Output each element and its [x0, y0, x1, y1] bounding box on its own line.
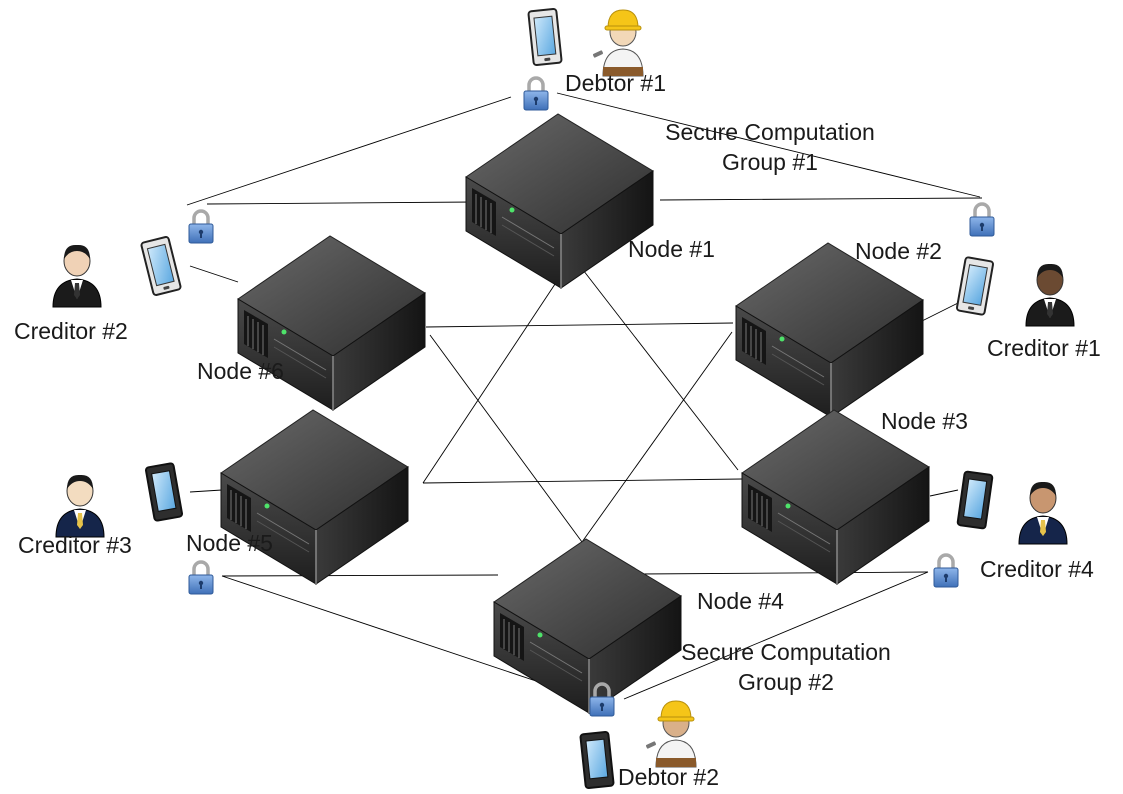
people-layer [52, 9, 1075, 768]
party-label-creditor-2: Creditor #2 [14, 318, 128, 344]
group-label-1: Secure Computation Group #1 [644, 117, 896, 177]
group-label-2: Secure Computation Group #2 [660, 637, 912, 697]
businessman-icon-creditor-2 [52, 244, 102, 308]
server-icon-node-2 [735, 242, 924, 418]
padlock-icon-creditor-2 [187, 209, 215, 245]
server-icon-node-1 [465, 113, 654, 289]
worker-person-icon-debtor-1 [592, 9, 644, 77]
server-icon-node-3 [741, 409, 930, 585]
tablet-icon-creditor-2 [139, 235, 183, 297]
party-label-creditor-3: Creditor #3 [18, 532, 132, 558]
padlock-icon-debtor-1 [522, 76, 550, 112]
party-label-creditor-4: Creditor #4 [980, 556, 1094, 582]
worker-person-icon-debtor-2 [645, 700, 697, 768]
node-label-2: Node #2 [855, 238, 942, 264]
group-label-2-line2: Group #2 [738, 669, 834, 695]
connection-lines [186, 92, 983, 700]
node-label-3: Node #3 [881, 408, 968, 434]
group-label-2-line1: Secure Computation [681, 639, 891, 665]
businessman-icon-creditor-1 [1025, 263, 1075, 327]
tablet-icon-debtor-2 [579, 730, 615, 790]
party-label-debtor-2: Debtor #2 [618, 764, 720, 790]
node-label-6: Node #6 [197, 358, 284, 384]
tablet-icon-debtor-1 [527, 7, 563, 67]
padlock-icon-creditor-4 [932, 553, 960, 589]
node-label-4: Node #4 [697, 588, 784, 614]
padlock-icon-creditor-1 [968, 202, 996, 238]
tablet-icon-creditor-3 [144, 461, 184, 523]
party-label-creditor-1: Creditor #1 [987, 335, 1101, 361]
tablet-icon-creditor-4 [956, 470, 994, 530]
node-label-1: Node #1 [628, 236, 715, 262]
businessman-icon-creditor-3 [55, 474, 105, 538]
group-label-1-line1: Secure Computation [665, 119, 875, 145]
tablet-icon-creditor-1 [955, 255, 995, 317]
party-label-debtor-1: Debtor #1 [565, 70, 667, 96]
businessman-icon-creditor-4 [1018, 481, 1068, 545]
padlock-icon-creditor-3 [187, 560, 215, 596]
node-label-5: Node #5 [186, 530, 273, 556]
group-label-1-line2: Group #1 [722, 149, 818, 175]
